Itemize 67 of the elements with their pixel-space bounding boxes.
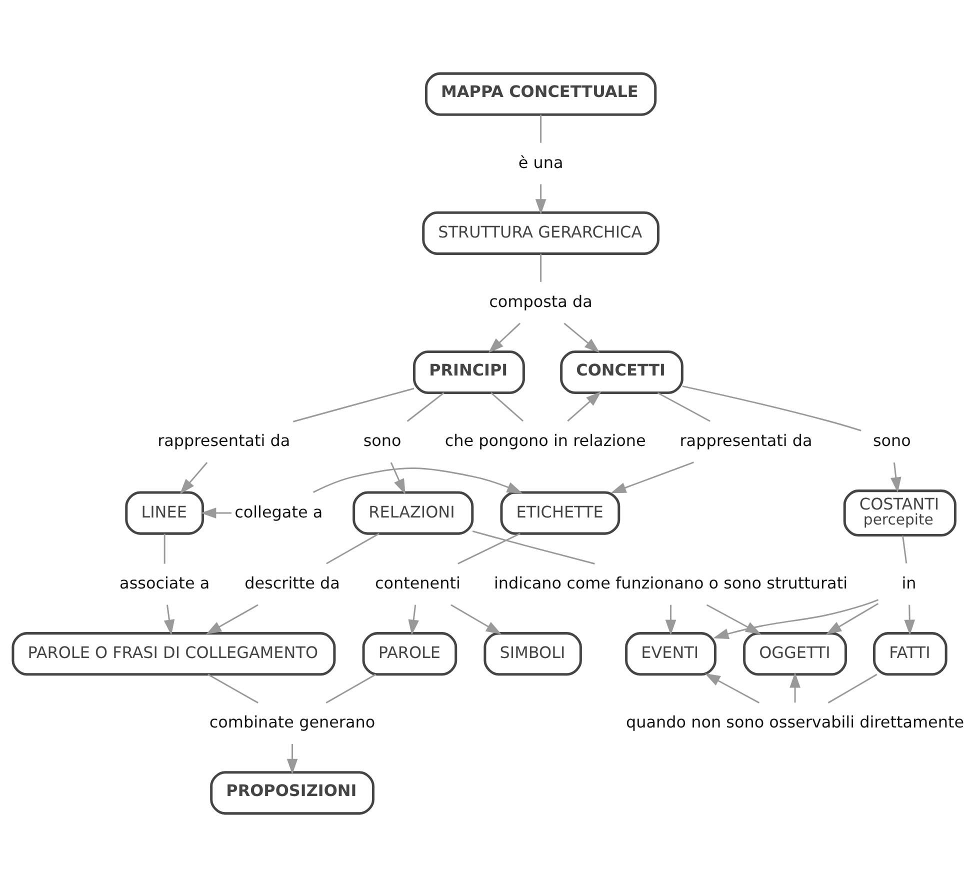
arrow [180, 462, 208, 494]
arrow [790, 672, 800, 702]
node-box: LINEE [125, 490, 204, 534]
arrow [286, 743, 298, 774]
arrow [390, 462, 406, 494]
node-box: PAROLE O FRASI DI COLLEGAMENTO [12, 632, 336, 676]
arrow [567, 390, 602, 422]
connector [292, 387, 414, 422]
connector [326, 532, 380, 564]
connector [828, 673, 878, 703]
node-box: COSTANTI percepite [843, 489, 956, 536]
node-box: STRUTTURA GERARCHICA [422, 210, 660, 254]
node-text: quando non sono osservabili direttamente [626, 712, 964, 732]
connector [490, 392, 524, 422]
connector [458, 532, 520, 564]
connector [657, 392, 710, 422]
node-box: PROPOSIZIONI [210, 770, 374, 814]
connector [682, 384, 862, 431]
arrow [713, 598, 879, 639]
connector [540, 253, 542, 282]
node-text: associate a [120, 573, 210, 592]
arrow [535, 184, 546, 214]
node-box: RELAZIONI [352, 490, 474, 534]
connector [540, 114, 542, 142]
connector [902, 535, 908, 563]
node-box: PAROLE [362, 632, 458, 676]
node-box: ETICHETTE [500, 490, 620, 534]
connector [472, 530, 595, 564]
node-text: collegate a [234, 502, 323, 521]
node-text: in [902, 573, 916, 592]
arrow [206, 604, 258, 634]
node-text: rappresentati da [680, 430, 812, 450]
node-text: che pongono in relazione [444, 430, 646, 450]
arrow [704, 672, 760, 703]
node-box: SIMBOLI [484, 632, 582, 676]
node-box: FATTI [873, 632, 948, 676]
connector [208, 673, 258, 703]
node-box: PRINCIPI [413, 350, 525, 394]
node-text: descritte da [244, 573, 340, 592]
node-text: composta da [489, 291, 592, 310]
node-box: OGGETTI [743, 632, 848, 676]
connector [164, 533, 166, 564]
arrow [890, 462, 902, 492]
arrow [610, 461, 694, 493]
arrow [164, 604, 175, 635]
arrow [564, 322, 600, 352]
node-text: contenenti [374, 573, 460, 592]
arrow [312, 467, 522, 493]
node-text: è una [518, 152, 564, 172]
arrow [200, 507, 232, 518]
arrow [408, 604, 419, 635]
node-box: MAPPA CONCETTUALE [424, 72, 657, 116]
arrow [826, 602, 879, 634]
node-text: combinate generano [209, 712, 376, 732]
connector [326, 673, 376, 703]
arrow [665, 604, 676, 635]
node-box: EVENTI [625, 632, 716, 676]
arrow [706, 604, 762, 634]
arrow [904, 604, 916, 635]
arrow [450, 604, 502, 634]
node-box: CONCETTI [560, 350, 684, 394]
arrow [488, 322, 521, 352]
node-text: sono [872, 430, 911, 450]
connector [406, 392, 444, 422]
node-text: indicano come funzionano o sono strutturati [494, 573, 848, 592]
node-text: rappresentati da [158, 430, 290, 450]
node-text: sono [363, 430, 402, 450]
